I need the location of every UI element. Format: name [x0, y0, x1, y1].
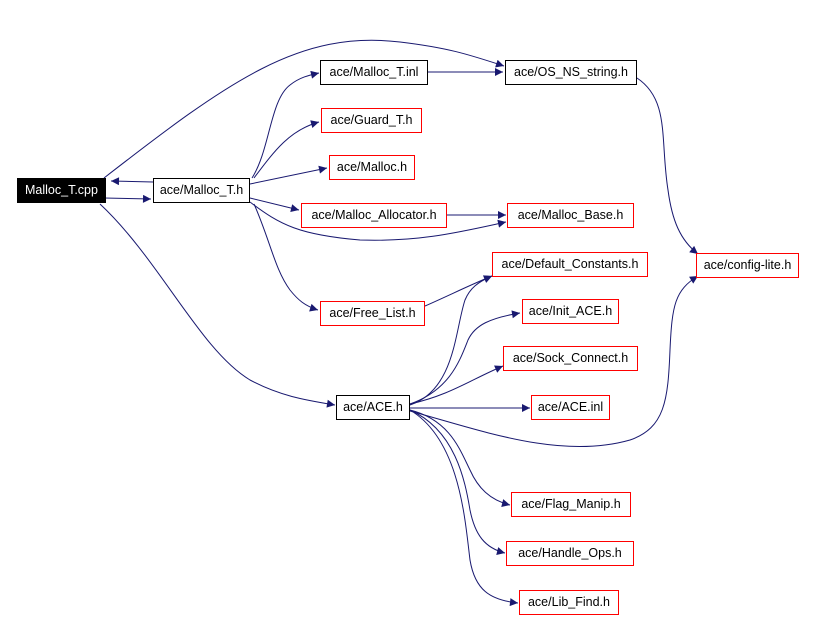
node-lib-find-h[interactable]: ace/Lib_Find.h	[519, 590, 619, 615]
node-os-ns-string-h[interactable]: ace/OS_NS_string.h	[505, 60, 637, 85]
edge-malloc-t-h-to-free-list-h	[253, 203, 319, 312]
edge-malloc-t-h-to-malloc-t-inl	[251, 70, 320, 179]
node-flag-manip-h[interactable]: ace/Flag_Manip.h	[511, 492, 631, 517]
edge-root-to-os-ns-string	[103, 39, 505, 179]
node-malloc-h[interactable]: ace/Malloc.h	[329, 155, 415, 180]
node-config-lite-h[interactable]: ace/config-lite.h	[696, 253, 799, 278]
edge-root-to-ace-h	[99, 203, 336, 408]
edge-root-to-malloc-t-h	[103, 194, 152, 203]
edge-malloc-t-h-to-guard-t-h	[253, 120, 320, 179]
node-ace-h[interactable]: ace/ACE.h	[336, 395, 410, 420]
edge-ace-h-to-config-lite	[409, 275, 699, 448]
edge-malloc-t-h-to-root	[110, 177, 154, 186]
node-sock-connect-h[interactable]: ace/Sock_Connect.h	[503, 346, 638, 371]
edge-ace-h-to-default-constants	[409, 275, 493, 406]
node-free-list-h[interactable]: ace/Free_List.h	[320, 301, 425, 326]
node-default-constants-h[interactable]: ace/Default_Constants.h	[492, 252, 648, 277]
edge-malloc-t-h-to-malloc-allocator-h	[249, 197, 300, 212]
edge-malloc-t-h-to-malloc-base-h	[249, 201, 507, 241]
node-init-ace-h[interactable]: ace/Init_ACE.h	[522, 299, 619, 324]
node-handle-ops-h[interactable]: ace/Handle_Ops.h	[506, 541, 634, 566]
edge-ace-h-to-init-ace	[409, 310, 521, 405]
node-malloc-t-inl[interactable]: ace/Malloc_T.inl	[320, 60, 428, 85]
node-malloc-allocator-h[interactable]: ace/Malloc_Allocator.h	[301, 203, 447, 228]
edge-ace-h-to-lib-find	[409, 409, 519, 607]
edge-malloc-t-h-to-malloc-h	[249, 165, 328, 185]
node-ace-inl[interactable]: ace/ACE.inl	[531, 395, 610, 420]
node-malloc-t-cpp: Malloc_T.cpp	[17, 178, 106, 203]
edge-ace-h-to-sock-connect	[409, 365, 504, 405]
edge-ace-h-to-handle-ops	[409, 409, 506, 555]
edge-os-ns-string-to-config-lite	[636, 77, 699, 255]
node-malloc-base-h[interactable]: ace/Malloc_Base.h	[507, 203, 634, 228]
edge-ace-h-to-flag-manip	[409, 409, 511, 507]
node-malloc-t-h[interactable]: ace/Malloc_T.h	[153, 178, 250, 203]
node-guard-t-h[interactable]: ace/Guard_T.h	[321, 108, 422, 133]
